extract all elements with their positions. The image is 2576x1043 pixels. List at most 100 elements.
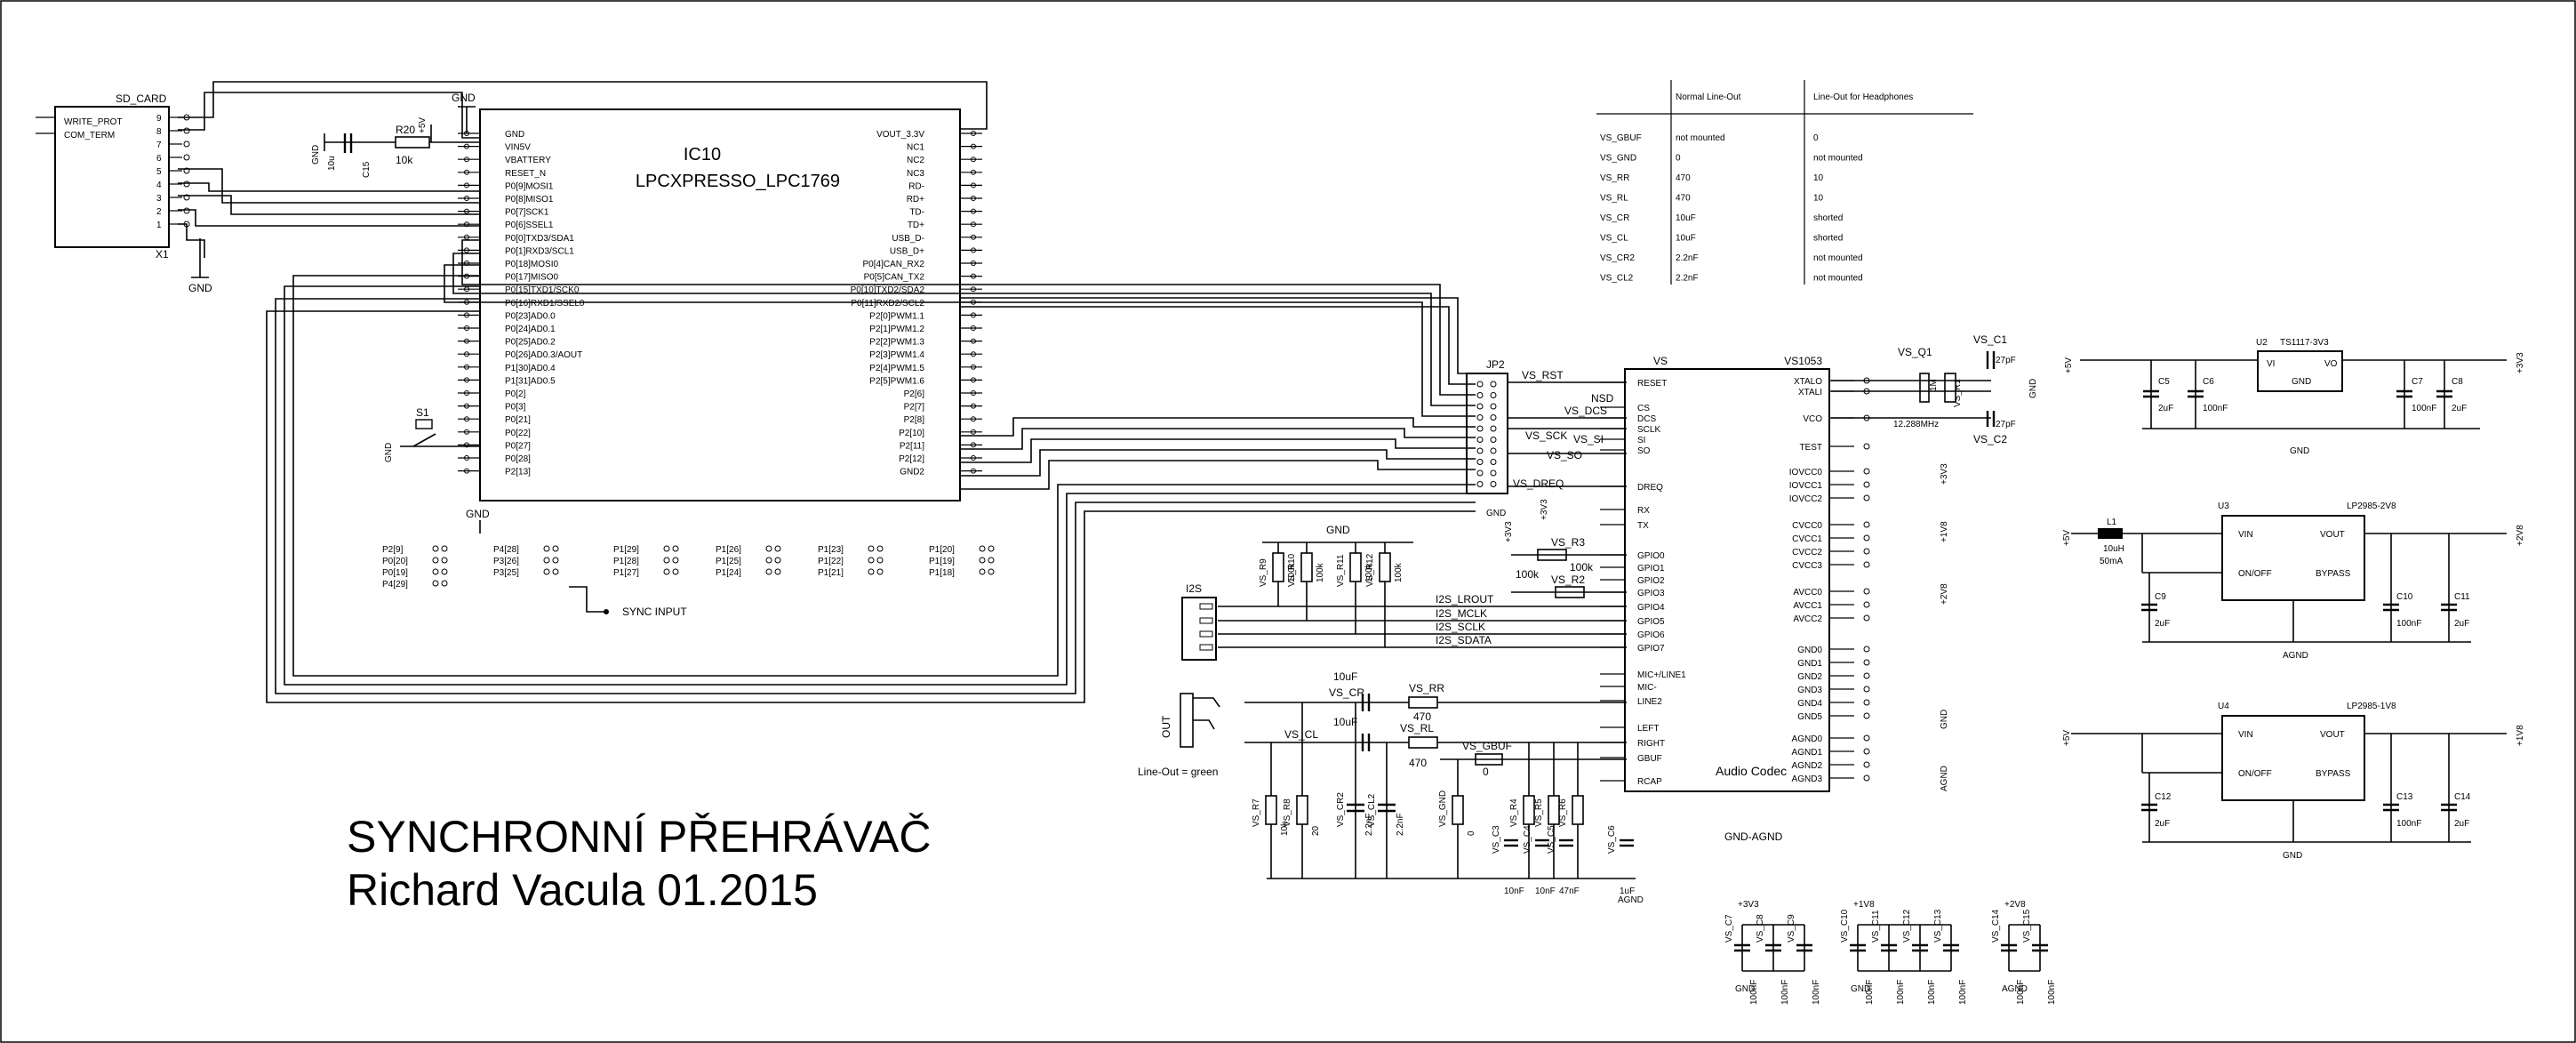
gnd-symbol-sd: GND: [188, 267, 212, 294]
regulator-bypass: BYPASS: [2316, 569, 2351, 579]
svg-text:VS_GBUF: VS_GBUF: [1462, 740, 1512, 752]
filter-part-value: 0: [1467, 830, 1476, 836]
sd-card-pin-number: 7: [156, 140, 162, 150]
table-cell: VS_GND: [1600, 154, 1636, 164]
agnd-label: AGND: [1618, 895, 1644, 905]
audio-out-network: VS_CR 10uF VS_CL 10uF VS_RR 470 VS_RL 47…: [1244, 670, 1627, 778]
vs1053-left-pin: MIC-: [1637, 683, 1657, 693]
bottom-pin-label: P1[25]: [716, 557, 741, 566]
decap-name: VS_C8: [1756, 914, 1765, 943]
ic10-to-codec-wires: [266, 239, 1476, 703]
decap-name: VS_C10: [1840, 909, 1850, 943]
ic10-left-pin: P0[7]SCK1: [505, 208, 549, 218]
vs1053-codec: VS VS1053 Audio Codec RESETCSDCSSCLKSISO…: [1600, 355, 1870, 792]
table-cell: VS_RL: [1600, 194, 1628, 204]
svg-text:GND: GND: [311, 145, 321, 164]
bottom-pin-label: P1[29]: [613, 545, 639, 555]
bottom-pin-label: P1[19]: [929, 557, 955, 566]
regulator-out-label: +1V8: [2516, 725, 2525, 746]
svg-text:VS_CR: VS_CR: [1329, 686, 1364, 699]
pullup-resistor-value: 100k: [1287, 562, 1297, 582]
vs1053-left-pin: LEFT: [1637, 724, 1659, 734]
vs1053-left-pin: GPIO5: [1637, 617, 1665, 627]
ic10-left-pin: P0[23]AD0.0: [505, 311, 556, 321]
svg-text:VS_SCK: VS_SCK: [1525, 429, 1567, 442]
bottom-pin-label: P1[20]: [929, 545, 955, 555]
bottom-pin-label: P0[19]: [382, 568, 408, 578]
bottom-pin-label: P1[26]: [716, 545, 741, 555]
vs1053-right-pin: GND0: [1797, 646, 1822, 655]
table-header: Line-Out for Headphones: [1813, 92, 1913, 102]
ic10-left-pin: P0[26]AD0.3/AOUT: [505, 350, 582, 360]
svg-text:10u: 10u: [327, 156, 337, 171]
svg-text:NSD: NSD: [1591, 392, 1614, 405]
gnd-symbol-bottom: GND: [466, 508, 490, 534]
svg-text:GND: GND: [2028, 379, 2038, 398]
s1-switch[interactable]: S1 GND: [384, 406, 480, 462]
pullup-resistor-name: VS_R11: [1336, 554, 1346, 587]
svg-text:+3V3: +3V3: [1940, 463, 1949, 485]
ic10-left-pin: P0[8]MISO1: [505, 195, 554, 205]
regulator-vout: VOUT: [2320, 730, 2345, 740]
ic10-right-pin: P2[3]PWM1.4: [869, 350, 924, 360]
ic10-left-pin: P0[27]: [505, 441, 531, 451]
ic10-left-pin: P0[15]TXD1/SCK0: [505, 285, 580, 295]
svg-text:100k: 100k: [1516, 568, 1540, 581]
reg-cap-name: C10: [2396, 592, 2413, 602]
decap-name: VS_C13: [1933, 909, 1943, 943]
ic10-left-pin: P0[21]: [505, 415, 531, 425]
svg-text:470: 470: [1409, 757, 1427, 769]
table-cell: shorted: [1813, 213, 1843, 223]
svg-text:S1: S1: [416, 406, 429, 419]
reg-cap-value: 2uF: [2158, 404, 2173, 413]
regulator-in-label: +5V: [2062, 530, 2072, 546]
svg-text:VS_SI: VS_SI: [1573, 433, 1604, 445]
sd-card-pin-number: 4: [156, 181, 162, 190]
vs1053-left-pin: TX: [1637, 521, 1649, 531]
r20-resistor: [395, 136, 430, 148]
vs1053-right-pin: AVCC2: [1793, 614, 1822, 624]
vs1053-right-pin: AGND0: [1792, 734, 1823, 744]
ic10-right-pin: USB_D-: [892, 234, 924, 244]
reg-cap-value: 2uF: [2155, 619, 2170, 629]
reg-cap-name: C5: [2158, 377, 2170, 387]
svg-text:0: 0: [1483, 766, 1489, 778]
regulator-part: LP2985-1V8: [2347, 702, 2396, 711]
reg-cap-value: 100nF: [2203, 404, 2228, 413]
svg-text:GND: GND: [188, 282, 212, 294]
u2-in-label: +5V: [2064, 357, 2074, 373]
svg-text:VS_CL: VS_CL: [1284, 728, 1318, 741]
bottom-pin-label: P2[9]: [382, 545, 404, 555]
svg-text:VS: VS: [1653, 355, 1668, 367]
svg-text:+3V3: +3V3: [1540, 499, 1549, 520]
ic10-left-pin: P0[17]MISO0: [505, 273, 558, 283]
ic10-left-pin: P0[28]: [505, 454, 531, 464]
table-cell: 10: [1813, 173, 1824, 183]
decap-gnd: GND: [1851, 984, 1870, 994]
sd-card-pin-number: 9: [156, 114, 162, 124]
svg-text:+3V3: +3V3: [1504, 521, 1514, 542]
pullup-resistor-name: VS_R10: [1287, 553, 1297, 587]
audio-out-jack[interactable]: OUT Line-Out = green: [1138, 693, 1220, 778]
vs1053-right-pin: AGND2: [1792, 761, 1823, 771]
vs1053-left-pin: GBUF: [1637, 754, 1662, 764]
filter-cap-name: VS_C5: [1547, 825, 1556, 854]
svg-text:VS_R2: VS_R2: [1551, 574, 1585, 586]
ic10-right-pin: TD-: [909, 208, 924, 218]
svg-text:VS_DCS: VS_DCS: [1564, 405, 1607, 417]
regulator-vin: VIN: [2238, 730, 2253, 740]
title-line-2: Richard Vacula 01.2015: [347, 865, 818, 915]
svg-text:VS_RST: VS_RST: [1522, 369, 1564, 381]
svg-text:VS1053: VS1053: [1784, 355, 1822, 367]
ic10-right-pin: P2[10]: [899, 429, 924, 438]
svg-text:+5V: +5V: [418, 117, 428, 133]
svg-text:10k: 10k: [396, 154, 413, 166]
vs1053-left-pin: GPIO3: [1637, 589, 1665, 598]
svg-text:GND: GND: [1326, 524, 1350, 536]
table-cell: 0: [1676, 154, 1681, 164]
bottom-pin-label: P1[24]: [716, 568, 741, 578]
table-cell: not mounted: [1813, 274, 1863, 284]
regulator-part: LP2985-2V8: [2347, 501, 2396, 511]
i2s-nets: I2S_LROUT I2S_MCLK I2S_SCLK I2S_SDATA: [1218, 593, 1627, 648]
